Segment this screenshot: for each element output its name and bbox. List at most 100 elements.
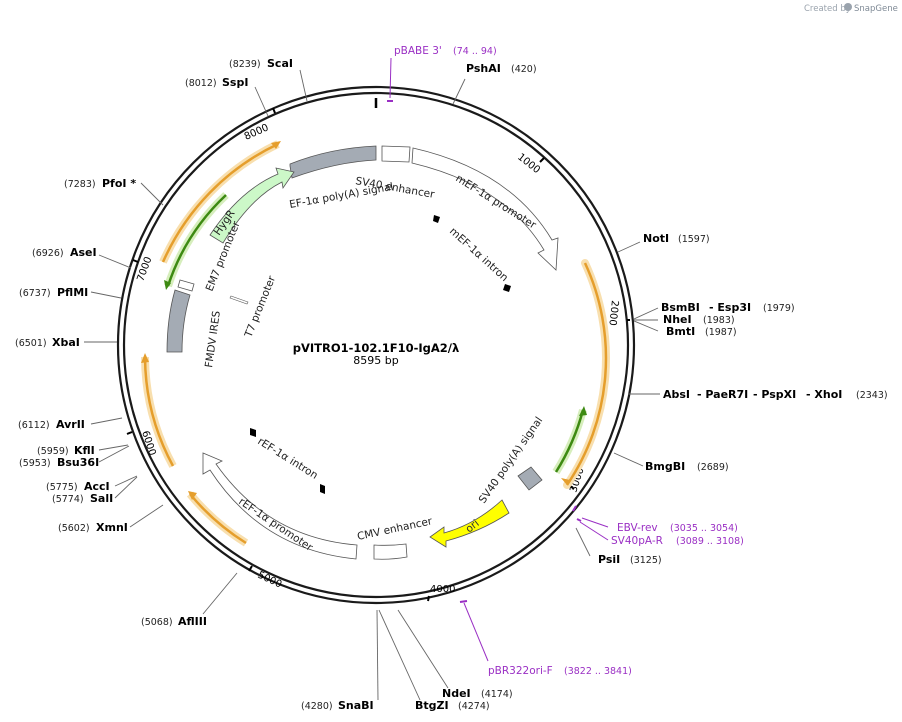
arrow-head-icon [141,353,149,363]
leader-line [613,452,644,467]
primer-labels: pBABE 3' (74 .. 94) EBV-rev (3035 .. 305… [394,45,744,677]
ef1a-polya-feature [289,145,377,179]
tick-label: 2000 [606,300,620,326]
enzyme-name: KflI [74,444,95,457]
enzyme-position: (1597) [678,234,710,245]
mef1a-promoter-feature [411,147,559,271]
enzyme-name-alt: - XhoI [806,388,842,401]
leader-line [254,86,269,117]
tick-mark [272,107,276,114]
enzyme-position: (8012) [185,78,217,89]
enzyme-name: Bsu36I [57,456,99,469]
leader-line [129,504,164,528]
leader-line [452,78,466,105]
primer-leader-lines [387,57,609,662]
intron-marker-icon [503,284,511,292]
leader-line [376,609,379,701]
branding-text: Created by [804,4,851,14]
enzyme-name: BmtI [666,325,695,338]
enzyme-name: BtgZI [415,699,449,712]
tick-mark [248,565,253,572]
enzyme-name: PsiI [598,553,620,566]
primer-name: EBV-rev [617,522,658,534]
primer-name: SV40pA-R [611,535,663,547]
arrow-head-icon [271,141,281,149]
leader-line [90,417,123,425]
backbone [116,85,636,605]
enzyme-name: PshAI [466,62,501,75]
branding-name: SnapGene [854,4,898,14]
enzyme-position: (7283) [64,179,96,190]
enzyme-name: BsmBI [661,301,700,314]
leader-line [90,291,122,299]
enzyme-position: (1987) [705,327,737,338]
leader-line [575,527,591,557]
arrow-head-icon [188,491,197,500]
ref1a-intron-label: rEF-1α intron [255,435,320,482]
orange-feature-upper-left [161,142,279,263]
green-feature-left [166,194,227,287]
mef1a-promoter-label: mEF-1α promoter [453,172,538,231]
tick-mark [539,157,545,163]
em7-promoter-feature [177,279,195,292]
snapgene-logo-icon [844,3,852,11]
mef1a-intron-label: mEF-1α intron [447,225,510,284]
enzyme-position: (2689) [697,462,729,473]
tick-mark [427,595,430,602]
leader-line [140,182,164,206]
arrow-head-icon [164,280,171,290]
enzyme-position: (1979) [763,303,795,314]
inner-features [166,145,559,560]
tick-label: 4000 [430,584,455,595]
cmv-enhancer-feature [373,543,408,560]
enzyme-name: AccI [84,480,110,493]
enzyme-leader-lines [84,69,660,701]
enzyme-name: ScaI [267,57,293,70]
enzyme-position: (4274) [458,701,490,712]
arrow-head-icon [561,478,570,485]
enzyme-name: NotI [643,232,669,245]
enzyme-name: XbaI [52,336,80,349]
sv40-polya-feature [517,466,543,491]
backbone-inner-circle [122,91,630,599]
enzyme-name: BmgBI [645,460,685,473]
primer-position: (3089 .. 3108) [676,536,744,547]
leader-line [114,475,138,499]
enzyme-position: (6501) [15,338,47,349]
primer-leader-line [463,602,489,662]
enzyme-name: PflMI [57,286,88,299]
sv40-polya-label: SV40 poly(A) signal [477,415,546,506]
enzyme-position: (4280) [301,701,333,712]
leader-line [98,254,132,269]
primer-leader-line [389,57,392,99]
enzyme-name: SalI [90,492,113,505]
enzyme-position: (5953) [19,458,51,469]
leader-line [617,241,641,253]
snapgene-branding: Created by SnapGene [804,3,898,14]
enzyme-name: AflIII [178,615,207,628]
enzyme-labels: (8239) ScaI (8012) SspI PshAI (420) (728… [15,57,888,712]
cmv-enhancer-label: CMV enhancer [356,515,434,543]
ref1a-promoter-feature [202,452,358,560]
enzyme-position: (1983) [703,315,735,326]
intron-marker-icon [250,428,256,437]
enzyme-name: SnaBI [338,699,374,712]
leader-line [633,307,659,332]
tick-mark [126,431,133,435]
backbone-outer-circle [116,85,636,605]
ori-feature [429,499,510,548]
leader-line [299,69,308,102]
tick-label: 8000 [243,122,271,142]
leader-line [378,609,421,701]
enzyme-name: AseI [70,246,97,259]
enzyme-name: XmnI [96,521,128,534]
enzyme-name-alt: - Esp3I [709,301,751,314]
enzyme-position: (420) [511,64,537,75]
enzyme-name: AvrII [56,418,85,431]
arrow-head-icon [579,406,587,416]
enzyme-position: (6112) [18,420,50,431]
tick-label: 1000 [515,152,542,176]
ref1a-promoter-label: rEF-1α promoter [236,496,315,555]
enzyme-position: (6737) [19,288,51,299]
